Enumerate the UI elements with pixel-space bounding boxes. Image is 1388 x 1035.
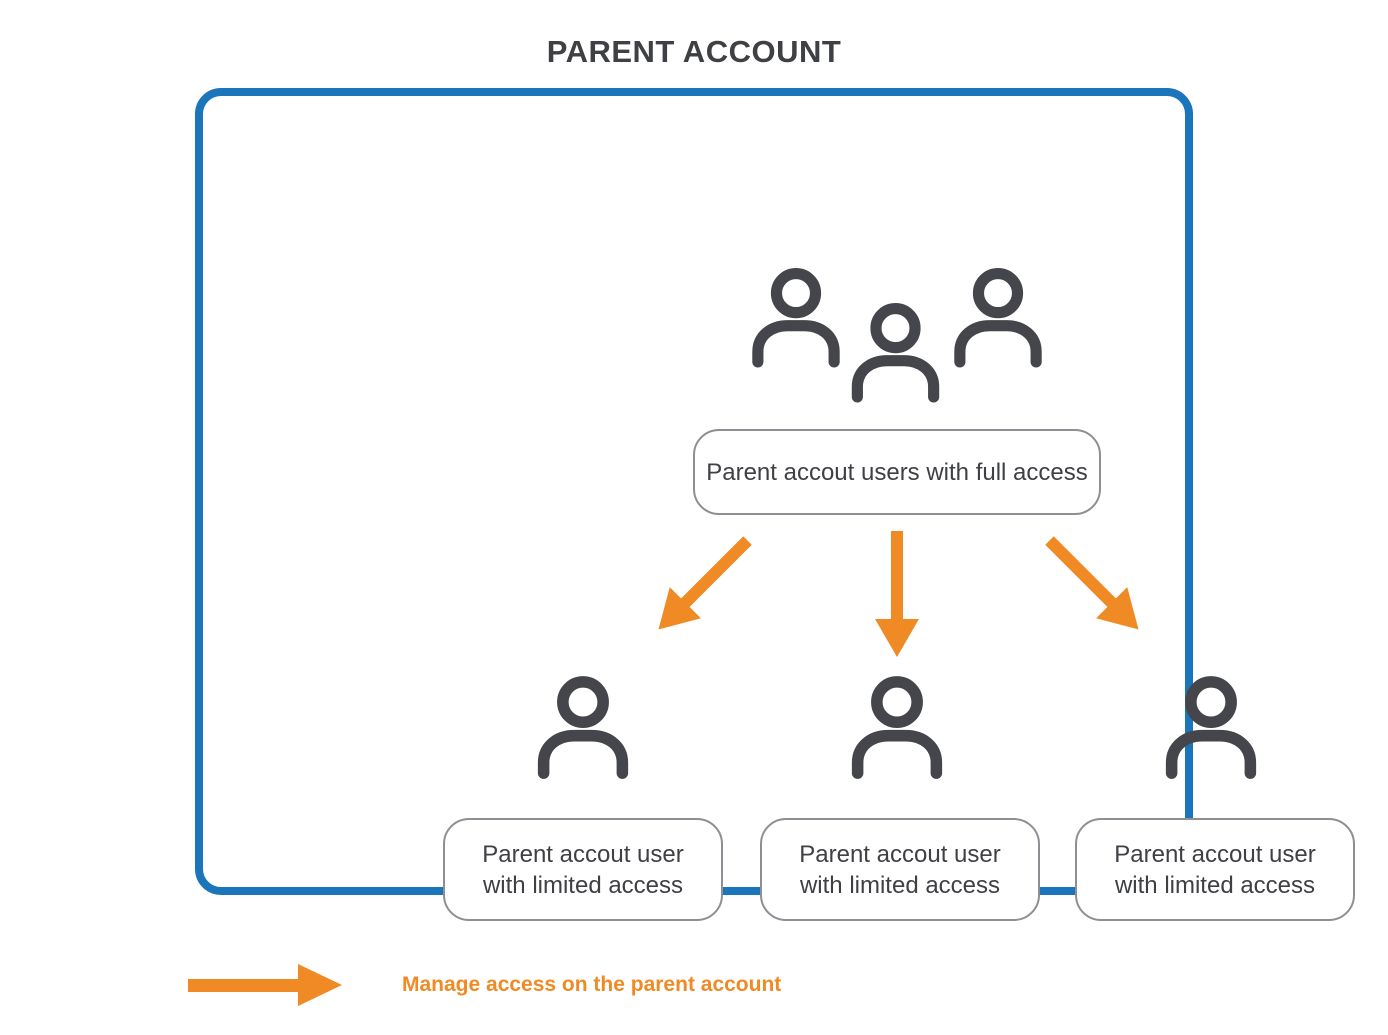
user-icon — [535, 676, 631, 780]
manage-access-arrow-down-icon — [875, 531, 919, 657]
user-icon — [1163, 676, 1259, 780]
legend-label: Manage access on the parent account — [402, 973, 782, 996]
manage-access-arrow-right-icon — [1045, 536, 1139, 630]
full-access-label: Parent accout users with full access — [706, 458, 1088, 486]
limited-access-label-line2: with limited access — [1114, 871, 1316, 899]
full-access-label-box: Parent accout users with full access — [693, 429, 1101, 515]
limited-access-label-box: Parent accout user with limited access — [760, 818, 1040, 921]
manage-access-arrow-left-icon — [658, 536, 752, 630]
limited-access-label-box: Parent accout user with limited access — [1075, 818, 1355, 921]
parent-account-panel: Parent accout users with full access Par… — [195, 88, 1355, 921]
user-icon — [849, 676, 945, 780]
page-title: PARENT ACCOUNT — [546, 34, 842, 69]
limited-access-label-box: Parent accout user with limited access — [443, 818, 723, 921]
limited-access-label-line1: Parent accout user — [799, 840, 1001, 868]
legend: Manage access on the parent account — [188, 962, 781, 1008]
right-arrow-icon — [188, 964, 342, 1006]
limited-access-label-line1: Parent accout user — [1114, 840, 1316, 868]
users-group-icon — [747, 264, 1047, 414]
limited-access-label-line2: with limited access — [482, 871, 684, 899]
limited-access-label-line2: with limited access — [799, 871, 1001, 899]
limited-access-label-line1: Parent accout user — [482, 840, 684, 868]
